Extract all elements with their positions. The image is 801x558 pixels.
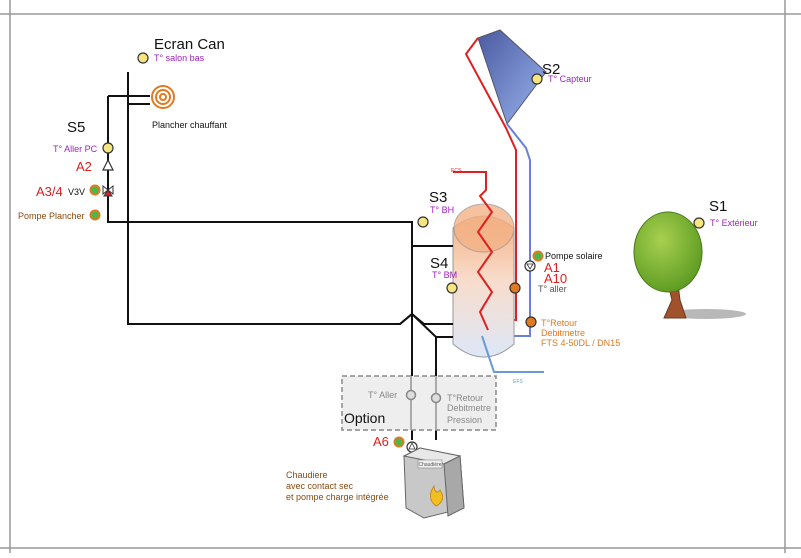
actuator-a34 xyxy=(89,184,101,196)
pump-solaire-arrow-icon xyxy=(526,263,534,270)
actuator-a6 xyxy=(393,436,405,448)
label-t-aller-pc: T° Aller PC xyxy=(53,144,98,154)
pump-a6-arrow-icon xyxy=(408,442,416,450)
label-pompe-plancher: Pompe Plancher xyxy=(18,211,85,221)
label-debitmetre: Debitmetre xyxy=(541,328,585,338)
label-t-aller: T° aller xyxy=(538,284,567,294)
option-box xyxy=(341,375,497,431)
label-chaudiere-3: et pompe charge intégrée xyxy=(286,492,389,502)
label-chaudiere-1: Chaudiere xyxy=(286,470,328,480)
sensor-s3 xyxy=(417,216,429,228)
label-a1: A1 xyxy=(544,260,560,275)
actuator-pompe-solaire xyxy=(532,250,544,262)
tree-icon xyxy=(633,211,746,319)
label-a2: A2 xyxy=(76,159,92,174)
label-plancher-chauffant: Plancher chauffant xyxy=(152,120,227,130)
label-s2: S2 xyxy=(542,61,560,78)
solar-panel xyxy=(477,29,547,126)
label-a10: A10 xyxy=(544,271,567,286)
sensor-s5 xyxy=(102,142,114,154)
label-option-debitmetre: Debitmetre xyxy=(447,403,491,413)
label-t-salon-bas: T° salon bas xyxy=(154,53,205,63)
label-t-capteur: T° Capteur xyxy=(548,74,592,84)
label-a6: A6 xyxy=(373,434,389,449)
efs-pipe xyxy=(481,335,544,373)
label-s5: S5 xyxy=(67,119,85,136)
sensor-t-retour xyxy=(525,316,537,328)
sensor-s4 xyxy=(446,282,458,294)
label-a34: A3/4 xyxy=(36,184,63,199)
label-option-t-aller: T° Aller xyxy=(368,390,397,400)
label-ecran-can: Ecran Can xyxy=(154,36,225,53)
flame-icon xyxy=(430,484,444,507)
label-option-pression: Pression xyxy=(447,415,482,425)
pump-a2-icon xyxy=(102,158,114,171)
sensor-s2 xyxy=(531,73,543,85)
label-pompe-solaire: Pompe solaire xyxy=(545,251,603,261)
option-aller-sensor xyxy=(405,389,417,401)
label-option: Option xyxy=(344,410,385,426)
tank-top xyxy=(453,203,515,253)
sensor-t-aller xyxy=(509,282,521,294)
label-t-bm: T° BM xyxy=(432,270,457,280)
label-chaudiere-2: avec contact sec xyxy=(286,481,354,491)
label-t-exterieur: T° Extérieur xyxy=(710,218,758,228)
floor-heating-coil-icon xyxy=(151,85,175,109)
boiler-icon: Chaudière xyxy=(402,447,465,519)
sensor-salon-bas xyxy=(137,52,149,64)
ecs-pipe xyxy=(453,171,494,331)
label-t-bh: T° BH xyxy=(430,205,454,215)
label-v3v: V3V xyxy=(68,187,85,197)
label-option-t-retour: T°Retour xyxy=(447,393,483,403)
valve-v3v-icon xyxy=(102,184,114,197)
label-s4: S4 xyxy=(430,255,448,272)
label-t-retour: T°Retour xyxy=(541,318,577,328)
label-efs: EFS xyxy=(513,379,523,385)
actuator-pompe-plancher xyxy=(89,209,101,221)
label-s3: S3 xyxy=(429,189,447,206)
label-s1: S1 xyxy=(709,198,727,215)
sensor-s1 xyxy=(693,217,705,229)
boiler-badge: Chaudière xyxy=(418,462,441,468)
label-ecs: ECS xyxy=(451,168,462,174)
option-retour-sensor xyxy=(430,392,442,404)
label-fts: FTS 4-50DL / DN15 xyxy=(541,338,620,348)
